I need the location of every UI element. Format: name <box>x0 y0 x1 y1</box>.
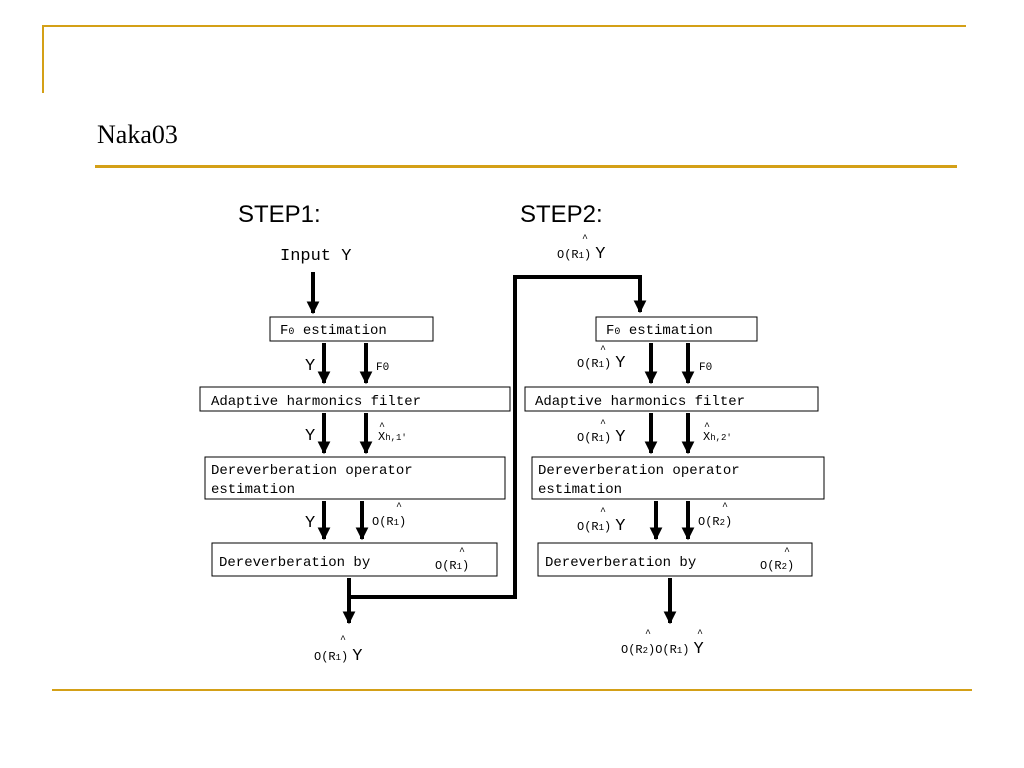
step2-f0-estimation-label: F0 estimation <box>606 323 713 339</box>
step1-y-label-1: Y <box>305 357 315 376</box>
step1-f0-estimation-box <box>269 316 434 342</box>
step1-heading: STEP1: <box>238 201 321 228</box>
step1-y-label-2: Y <box>305 427 315 446</box>
step2-f0-label: F0 <box>699 362 712 374</box>
step2-dereverb-operator-line1: Dereverberation operator <box>538 463 740 479</box>
step1-dereverberation-box <box>211 542 498 577</box>
step1-f0-label: F0 <box>376 362 389 374</box>
step2-dereverb-operator-line2: estimation <box>538 482 622 498</box>
step2-oy-hat-3: ^ <box>600 507 606 518</box>
step2-output-label: O(R2)O(R1)Y <box>621 640 704 659</box>
step2-oy-label-1: O(R1)Y <box>577 354 625 373</box>
step2-oy-label-2: O(R1)Y <box>577 428 625 447</box>
step2-oy-label-3: O(R1)Y <box>577 517 625 536</box>
step2-dereverberation-box <box>537 542 813 577</box>
left-accent-line <box>42 25 44 93</box>
step2-output-hat-2: ^ <box>697 629 703 640</box>
step1-input-label: Input Y <box>280 247 351 266</box>
step2-dereverberation-hat: ^ <box>784 547 790 558</box>
slide-title: Naka03 <box>97 120 178 149</box>
step1-to-step2-connector <box>349 275 647 599</box>
step2-dereverberation-operator: O(R2) <box>760 559 794 573</box>
step1-dereverberation-label: Dereverberation by <box>219 555 370 571</box>
step1-xh-label: Xh,1′ <box>378 430 407 444</box>
step2-f0-estimation-box <box>595 316 758 342</box>
title-underline <box>95 165 957 168</box>
step1-dereverberation-hat: ^ <box>459 547 465 558</box>
step1-operator-label: O(R1) <box>372 515 406 529</box>
step2-heading: STEP2: <box>520 201 603 228</box>
top-accent-line <box>42 25 966 27</box>
step2-adaptive-harmonics-filter-label: Adaptive harmonics filter <box>535 394 745 410</box>
bottom-accent-line <box>52 689 972 691</box>
step1-output-label: O(R1)Y <box>314 647 362 666</box>
step2-oy-hat-2: ^ <box>600 419 606 430</box>
step1-output-hat: ^ <box>340 635 346 646</box>
step2-oy-hat-1: ^ <box>600 345 606 356</box>
step1-dereverb-operator-line1: Dereverberation operator <box>211 463 413 479</box>
step2-dereverb-operator-estimation-box <box>531 456 825 500</box>
step2-operator-label: O(R2) <box>698 515 732 529</box>
step1-dereverb-operator-line2: estimation <box>211 482 295 498</box>
step1-xh-hat: ^ <box>379 422 385 433</box>
step1-operator-hat: ^ <box>396 502 402 513</box>
step1-dereverb-operator-estimation-box <box>204 456 506 500</box>
step2-output-hat-1: ^ <box>645 629 651 640</box>
step1-y-label-3: Y <box>305 514 315 533</box>
step2-dereverberation-label: Dereverberation by <box>545 555 696 571</box>
step2-xh-hat: ^ <box>704 422 710 433</box>
step2-operator-hat: ^ <box>722 502 728 513</box>
step2-adaptive-harmonics-filter-box <box>524 386 819 412</box>
step2-input-label: O(R1)Y <box>557 245 605 264</box>
step1-f0-estimation-label: F0 estimation <box>280 323 387 339</box>
step2-xh-label: Xh,2′ <box>703 430 732 444</box>
step2-input-hat: ^ <box>582 234 588 245</box>
step1-adaptive-harmonics-filter-box <box>199 386 511 412</box>
step1-adaptive-harmonics-filter-label: Adaptive harmonics filter <box>211 394 421 410</box>
step1-dereverberation-operator: O(R1) <box>435 559 469 573</box>
